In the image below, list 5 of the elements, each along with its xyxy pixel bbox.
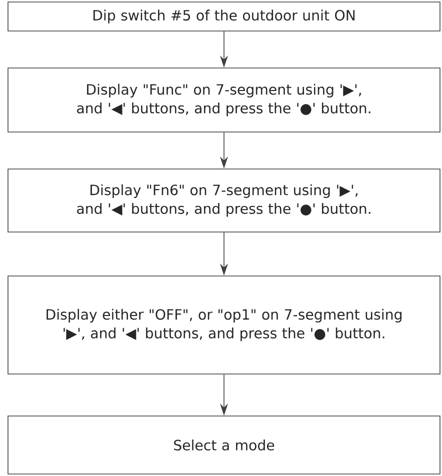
process-box: Select a mode <box>8 416 440 474</box>
process-box: Display "Func" on 7-segment using '▶', and '◀' buttons, and press the '●' button. <box>8 68 440 132</box>
process-box: Display either "OFF", or "op1" on 7-segment using '▶', and '◀' buttons, and press the '●' button. <box>8 276 440 374</box>
process-box: Display "Fn6" on 7-segment using '▶', and '◀' buttons, and press the '●' button. <box>8 168 440 232</box>
process-box: Dip switch #5 of the outdoor unit ON <box>8 2 440 32</box>
